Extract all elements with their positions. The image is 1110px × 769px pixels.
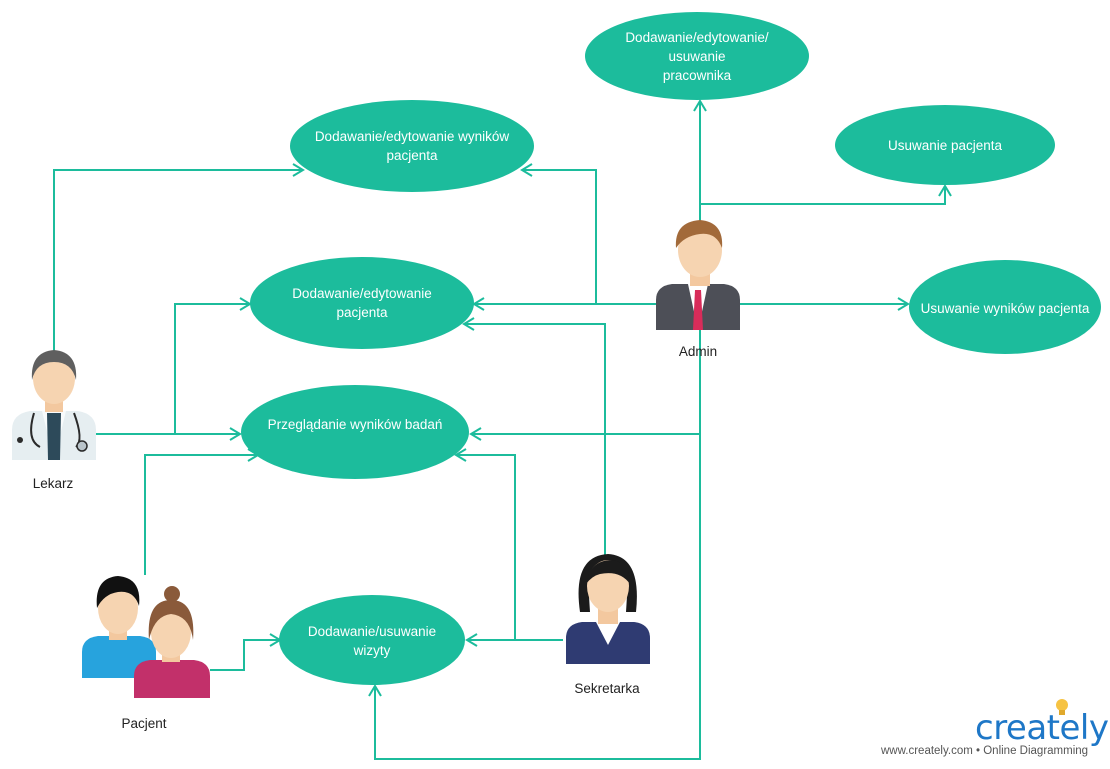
use-case-view-results[interactable]: Przeglądanie wyników badań bbox=[267, 416, 443, 432]
use-case-add-delete-visit[interactable]: Dodawanie/usuwanie wizyty bbox=[307, 624, 437, 658]
connector bbox=[520, 163, 597, 304]
secretary-figure[interactable] bbox=[566, 554, 650, 664]
bulb-icon bbox=[1056, 699, 1068, 715]
use-case-ellipse-add-edit-patient[interactable] bbox=[250, 257, 474, 349]
admin-figure[interactable] bbox=[656, 220, 740, 330]
actor-label-doctor: Lekarz bbox=[32, 476, 74, 491]
connector bbox=[700, 184, 952, 205]
use-case-add-edit-delete-employee[interactable]: Dodawanie/edytowanie/ usuwanie pracownik… bbox=[625, 29, 769, 83]
use-case-ellipse-visit[interactable] bbox=[279, 595, 465, 685]
connector bbox=[454, 448, 516, 640]
doctor-figure[interactable] bbox=[12, 350, 96, 460]
use-case-ellipse-delete-results[interactable] bbox=[909, 260, 1101, 354]
use-case-ellipse-add-edit-results[interactable] bbox=[290, 100, 534, 192]
actor-label-admin: Admin bbox=[678, 344, 718, 359]
actor-label-secretary: Sekretarka bbox=[574, 681, 640, 696]
connector bbox=[462, 317, 606, 555]
use-case-delete-patient[interactable]: Usuwanie pacjenta bbox=[887, 137, 1003, 153]
patient-figure[interactable] bbox=[82, 576, 210, 698]
use-case-ellipse-employee[interactable] bbox=[585, 12, 809, 100]
connector bbox=[53, 163, 305, 352]
use-case-add-edit-results[interactable]: Dodawanie/edytowanie wyników pacjenta bbox=[314, 129, 510, 163]
use-case-delete-results[interactable]: Usuwanie wyników pacjenta bbox=[920, 300, 1090, 316]
creately-logo: creately bbox=[975, 708, 1109, 748]
connector bbox=[210, 633, 282, 671]
use-case-ellipse-view-results[interactable] bbox=[241, 385, 469, 479]
connector bbox=[174, 297, 252, 434]
creately-tagline: www.creately.com • Online Diagramming bbox=[881, 745, 1089, 757]
connector bbox=[144, 448, 260, 575]
connector bbox=[368, 330, 701, 760]
use-case-ellipse-delete-patient[interactable] bbox=[835, 105, 1055, 185]
actor-label-patient: Pacjent bbox=[121, 716, 167, 731]
use-case-add-edit-patient[interactable]: Dodawanie/edytowanie pacjenta bbox=[292, 286, 432, 320]
